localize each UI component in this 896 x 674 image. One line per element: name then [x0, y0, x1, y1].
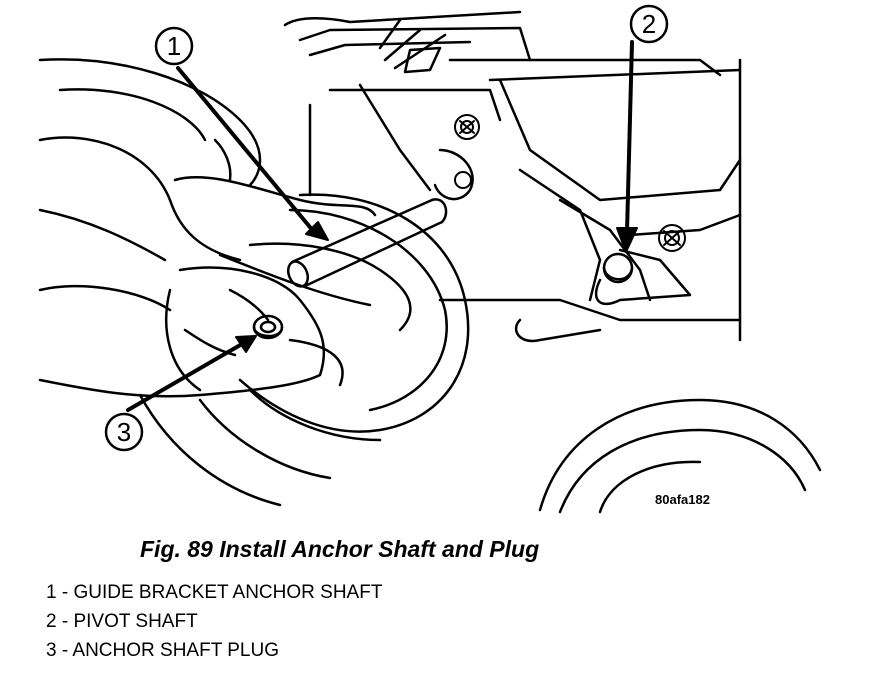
- image-code: 80afa182: [655, 492, 710, 507]
- callout-number-1: 1: [167, 31, 181, 61]
- legend-item: 1 - GUIDE BRACKET ANCHOR SHAFT: [46, 582, 383, 603]
- guide-bracket-anchor-shaft: [286, 198, 448, 288]
- callout-1-leader: [176, 66, 329, 241]
- legend-item: 2 - PIVOT SHAFT: [46, 611, 198, 632]
- callout-number-2: 2: [642, 9, 656, 39]
- callout-circle-3: [104, 412, 144, 452]
- housing-bolt: [454, 114, 480, 140]
- housing-bolt: [658, 224, 686, 252]
- callout-2-leader: [616, 40, 638, 253]
- lower-hand: [38, 266, 344, 398]
- pivot-shaft: [602, 252, 634, 284]
- figure-caption: Fig. 89 Install Anchor Shaft and Plug: [140, 536, 540, 562]
- service-illustration: 1 2 3 80afa182: [38, 4, 822, 514]
- upper-hand: [38, 58, 412, 332]
- legend-item: 3 - ANCHOR SHAFT PLUG: [46, 640, 279, 661]
- anchor-shaft-plug: [252, 314, 284, 340]
- callout-3-leader: [126, 335, 257, 412]
- clutch-drum: [138, 193, 822, 514]
- callout-circle-2: [629, 4, 669, 44]
- transmission-housing: [283, 10, 742, 343]
- callout-number-3: 3: [117, 417, 131, 447]
- legend: 1 - GUIDE BRACKET ANCHOR SHAFT 2 - PIVOT…: [46, 578, 382, 665]
- housing-bolt: [454, 171, 472, 189]
- callout-circle-1: [154, 26, 194, 66]
